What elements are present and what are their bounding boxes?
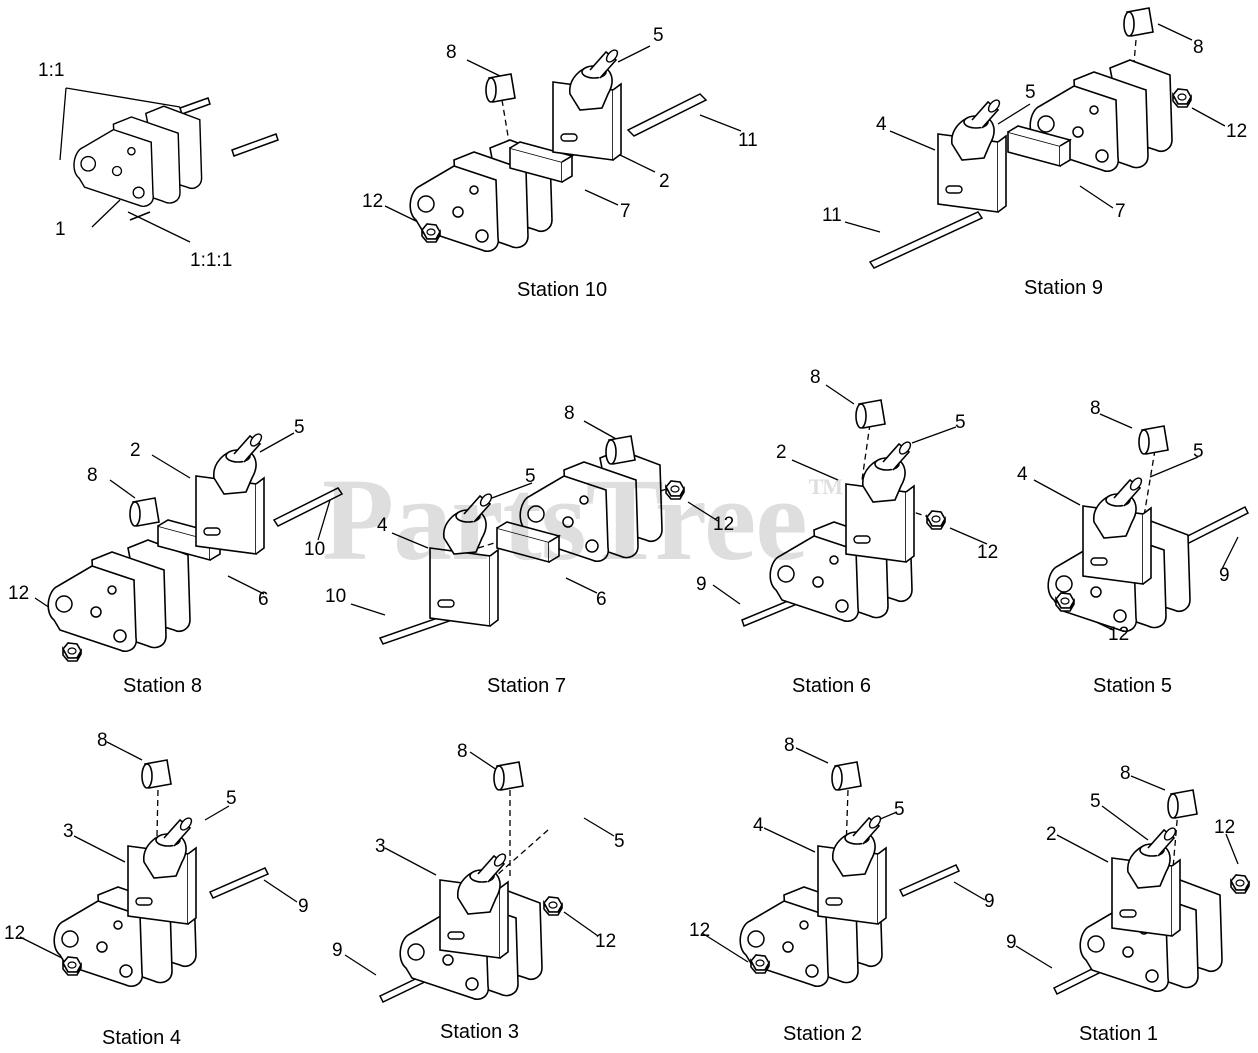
callout-s9-4: 4: [876, 114, 887, 135]
callout-s1-12: 12: [1214, 817, 1236, 838]
callout-s10-8: 8: [446, 42, 457, 63]
callout-s2-12: 12: [689, 920, 711, 941]
callout-s8-10: 10: [304, 539, 326, 560]
station-label-2: Station 2: [783, 1023, 862, 1045]
callout-s5-8: 8: [1090, 398, 1101, 419]
station-7-parts: [429, 435, 685, 627]
callout-s10-5: 5: [653, 25, 664, 46]
callout-legend-part-1: 1: [55, 219, 66, 240]
station-9-parts: [937, 7, 1192, 213]
station-label-5: Station 5: [1093, 675, 1172, 697]
callout-s6-12: 12: [977, 542, 999, 563]
callout-s1-9: 9: [1006, 932, 1017, 953]
callout-s7-10: 10: [325, 586, 347, 607]
callout-s5-12: 12: [1108, 624, 1130, 645]
callout-s1-8: 8: [1120, 763, 1131, 784]
station-label-10: Station 10: [517, 279, 608, 301]
callout-s3-3: 3: [375, 836, 386, 857]
station-2-parts: [739, 761, 887, 988]
callout-s7-12: 12: [713, 514, 735, 535]
station-label-4: Station 4: [102, 1027, 181, 1049]
station-label-6: Station 6: [792, 675, 871, 697]
callout-s1-2: 2: [1046, 824, 1057, 845]
station-label-8: Station 8: [123, 675, 202, 697]
callout-s8-8: 8: [87, 465, 98, 486]
station-3-parts: [399, 761, 563, 1001]
callout-s7-8: 8: [564, 403, 575, 424]
station-label-9: Station 9: [1024, 277, 1103, 299]
callout-s2-5: 5: [894, 799, 905, 820]
callout-legend-ratio-1-1-1: 1:1:1: [190, 250, 233, 271]
callout-s2-4: 4: [753, 815, 764, 836]
station-label-7: Station 7: [487, 675, 566, 697]
callout-s4-8: 8: [97, 730, 108, 751]
callout-s7-6: 6: [596, 589, 607, 610]
station-label-1: Station 1: [1079, 1023, 1158, 1045]
callout-s8-5: 5: [294, 417, 305, 438]
callout-s9-5: 5: [1025, 82, 1036, 103]
callout-s10-11: 11: [738, 130, 758, 151]
callout-s3-5: 5: [614, 831, 625, 852]
callout-s5-4: 4: [1017, 464, 1028, 485]
callout-s3-9: 9: [332, 940, 343, 961]
callout-s2-9: 9: [984, 891, 995, 912]
callout-s8-6: 6: [258, 589, 269, 610]
callout-s6-9: 9: [696, 574, 707, 595]
callout-s8-12: 12: [8, 583, 30, 604]
callout-s4-9: 9: [298, 896, 309, 917]
callout-s6-8: 8: [810, 367, 821, 388]
callout-s3-8: 8: [457, 741, 468, 762]
callout-s4-12: 12: [4, 923, 26, 944]
callout-s4-5: 5: [226, 788, 237, 809]
callout-s4-3: 3: [63, 821, 74, 842]
callout-s9-11: 11: [822, 205, 842, 226]
callout-s3-12: 12: [595, 931, 617, 952]
station-label-3: Station 3: [440, 1021, 519, 1043]
callout-s10-12: 12: [362, 191, 384, 212]
callout-s5-5: 5: [1193, 441, 1204, 462]
station-6-parts: [769, 399, 946, 623]
callout-s9-8: 8: [1193, 37, 1204, 58]
legend-group-parts: [73, 105, 203, 208]
callout-s10-7: 7: [620, 201, 631, 222]
callout-s6-2: 2: [776, 442, 787, 463]
callout-s8-2: 2: [130, 440, 141, 461]
callout-legend-ratio-1-1: 1:1: [38, 60, 65, 81]
callout-s5-9: 9: [1219, 565, 1230, 586]
callout-s10-2: 2: [659, 171, 670, 192]
callout-s6-5: 5: [955, 412, 966, 433]
station-8-parts: [47, 431, 265, 662]
station-5-parts: [1047, 425, 1191, 633]
callout-s9-12: 12: [1226, 121, 1248, 142]
callout-s9-7: 7: [1115, 201, 1126, 222]
callout-s2-8: 8: [784, 735, 795, 756]
station-4-parts: [53, 759, 197, 988]
callout-s7-4: 4: [377, 515, 388, 536]
station-10-parts: [409, 47, 622, 253]
callout-s1-5: 5: [1090, 791, 1101, 812]
callout-s7-5: 5: [525, 466, 536, 487]
